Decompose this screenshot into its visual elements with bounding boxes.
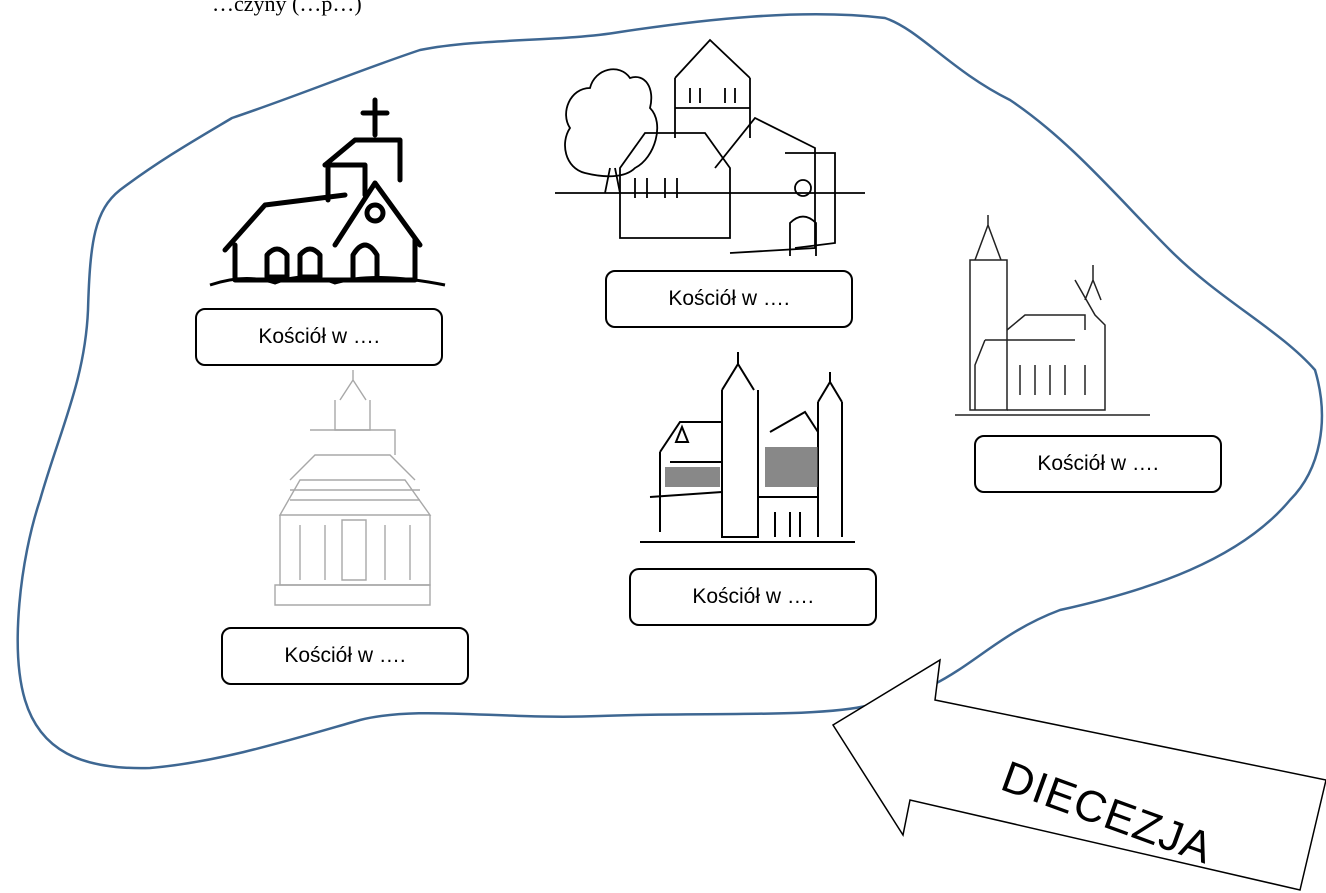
- church-label-box: Kościół w ….: [629, 568, 877, 626]
- church-label-box: Kościół w ….: [221, 627, 469, 685]
- gothic-church-illustration: [955, 215, 1150, 416]
- wooden-church-illustration: [274, 370, 432, 606]
- partial-header-text: …czyny (…p…): [212, 0, 362, 16]
- church-label-box: Kościół w ….: [974, 435, 1222, 493]
- church-label-box: Kościół w ….: [605, 270, 853, 328]
- chapel-illustration: [209, 97, 446, 287]
- romanesque-church-illustration: [555, 38, 865, 256]
- medieval-church-illustration: [640, 352, 855, 543]
- church-label-box: Kościół w ….: [195, 308, 443, 366]
